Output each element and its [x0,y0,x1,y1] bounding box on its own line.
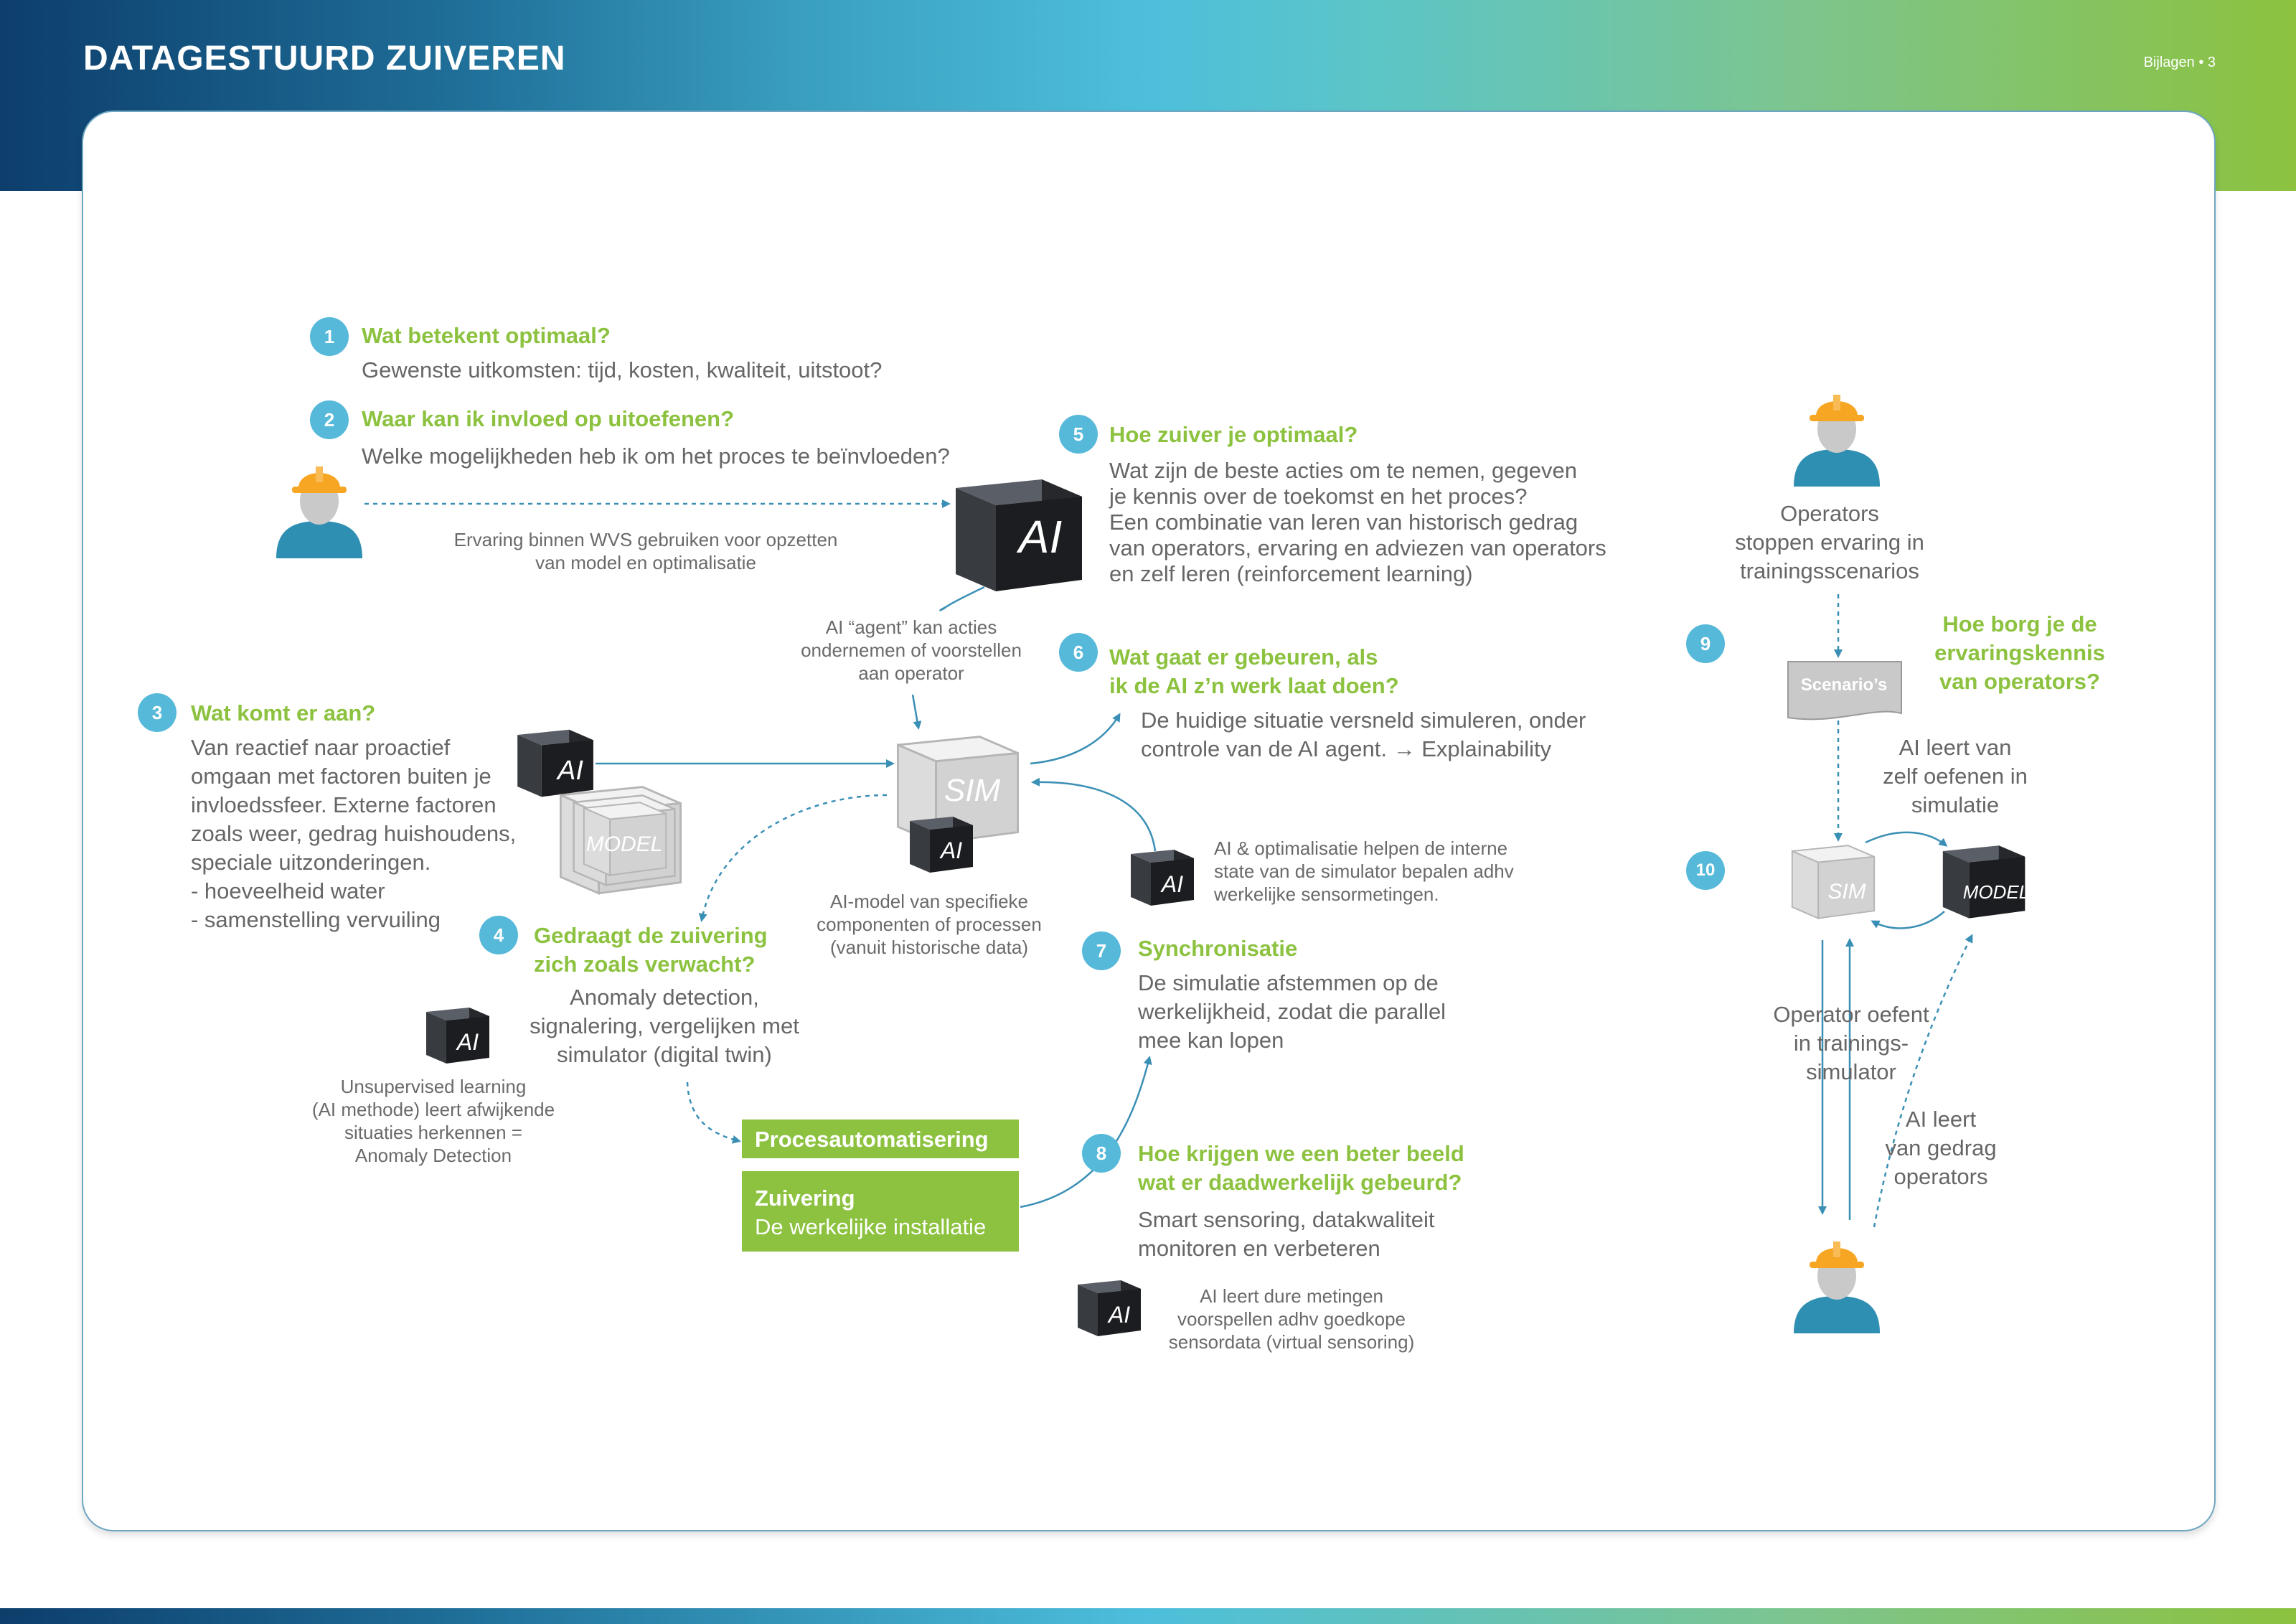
process-automation-label: Procesautomatisering [755,1127,989,1152]
step-3-badge: 3 [138,693,177,732]
process-automation-box [742,1120,1019,1158]
step-5-question: Hoe zuiver je optimaal? [1109,422,1358,447]
step-6-text: De huidige situatie versneld simuleren, … [1141,708,1586,761]
note-learn-behavior: AI leert van gedrag operators [1885,1107,1997,1189]
note-sync-ai: AI & optimalisatie helpen de interne sta… [1214,837,1514,905]
step-2-text: Welke mogelijkheden heb ik om het proces… [362,443,950,469]
step-2-badge: 2 [310,400,349,439]
purification-subtitle: De werkelijke installatie [755,1214,986,1239]
content-card [82,111,2216,1531]
step-9-badge: 9 [1686,624,1725,663]
operator-icon-left [276,466,362,558]
step-1-badge: 1 [310,317,349,356]
step-3-text: Van reactief naar proactief omgaan met f… [191,735,517,932]
note-unsupervised: Unsupervised learning (AI methode) leert… [311,1076,555,1166]
page-title: DATAGESTUURD ZUIVEREN [83,39,566,78]
note-self-learn: AI leert van zelf oefenen in simulatie [1883,735,2028,817]
arrow-purification-to-sync [1020,1056,1152,1208]
ai-label-7: AI [1160,871,1183,897]
ai-label-under-sim: AI [939,837,962,863]
purification-title: Zuivering [755,1186,855,1211]
sim-label-main: SIM [944,773,1001,808]
model-label-right: MODEL [1963,881,2029,903]
ai-label-3: AI [556,756,583,786]
ai-label-8: AI [1107,1302,1130,1328]
step-5-badge: 5 [1059,415,1098,454]
page-number: Bijlagen • 3 [2143,55,2216,70]
scenario-label: Scenario’s [1801,675,1888,695]
operator-icon-bottom-right [1794,1242,1880,1333]
step-4-question: Gedraagt de zuivering zich zoals verwach… [534,923,768,977]
note-experience: Ervaring binnen WVS gebruiken voor opzet… [453,529,838,573]
step-1-question: Wat betekent optimaal? [362,323,611,348]
step-4-badge: 4 [479,916,518,954]
note-ai-model: AI-model van specifieke componenten of p… [817,891,1042,958]
arrow-agent-to-sim [911,694,922,730]
step-6-badge: 6 [1059,633,1098,672]
step-10-badge: 10 [1686,851,1725,890]
arrow-sim-to-model [1865,831,1948,847]
step-6-question: Wat gaat er gebeuren, als ik de AI z’n w… [1109,644,1399,698]
operator-icon-top-right [1794,395,1880,487]
scenario-document: Scenario’s [1787,661,1902,721]
step-8-question: Hoe krijgen we een beter beeld wat er da… [1138,1141,1464,1195]
step-7-badge: 7 [1082,931,1121,970]
step-5-text: Wat zijn de beste acties om te nemen, ge… [1109,458,1606,586]
note-virtual-sensoring: AI leert dure metingen voorspellen adhv … [1168,1285,1415,1353]
step-8-text: Smart sensoring, datakwaliteit monitoren… [1138,1207,1435,1261]
purification-box [742,1171,1019,1252]
step-9-question: Hoe borg je de ervaringskennis van opera… [1934,611,2105,694]
step-7-question: Synchronisatie [1138,936,1298,961]
ai-label-main: AI [1016,511,1063,563]
arrow-sim-to-anomaly [698,794,888,922]
step-4-text: Anomaly detection, signalering, vergelij… [530,985,799,1067]
arrow-sim-to-6 [1030,713,1121,765]
arrow-operator-to-model [1873,934,1973,1228]
ai-label-4: AI [456,1029,479,1055]
arrow-7-to-sim [1031,777,1157,852]
step-3-question: Wat komt er aan? [191,700,376,726]
step-8-badge: 8 [1082,1134,1121,1173]
step-7-text: De simulatie afstemmen op de werkelijkhe… [1138,970,1446,1053]
step-2-question: Waar kan ik invloed op uitoefenen? [362,406,735,431]
note-operator-train: Operator oefent in trainings- simulator [1773,1002,1929,1084]
step-1-text: Gewenste uitkomsten: tijd, kosten, kwali… [362,357,883,382]
model-label-3: MODEL [586,832,663,856]
note-agent: AI “agent” kan acties ondernemen of voor… [801,616,1022,684]
arrow-model-to-sim [1871,911,1945,929]
sim-label-right: SIM [1827,880,1866,903]
footer-band [0,1608,2296,1624]
connector-ai-to-agent [945,586,985,609]
arrow-anomaly-to-process [686,1081,741,1144]
note-operators: Operators stoppen ervaring in trainingss… [1735,501,1924,583]
